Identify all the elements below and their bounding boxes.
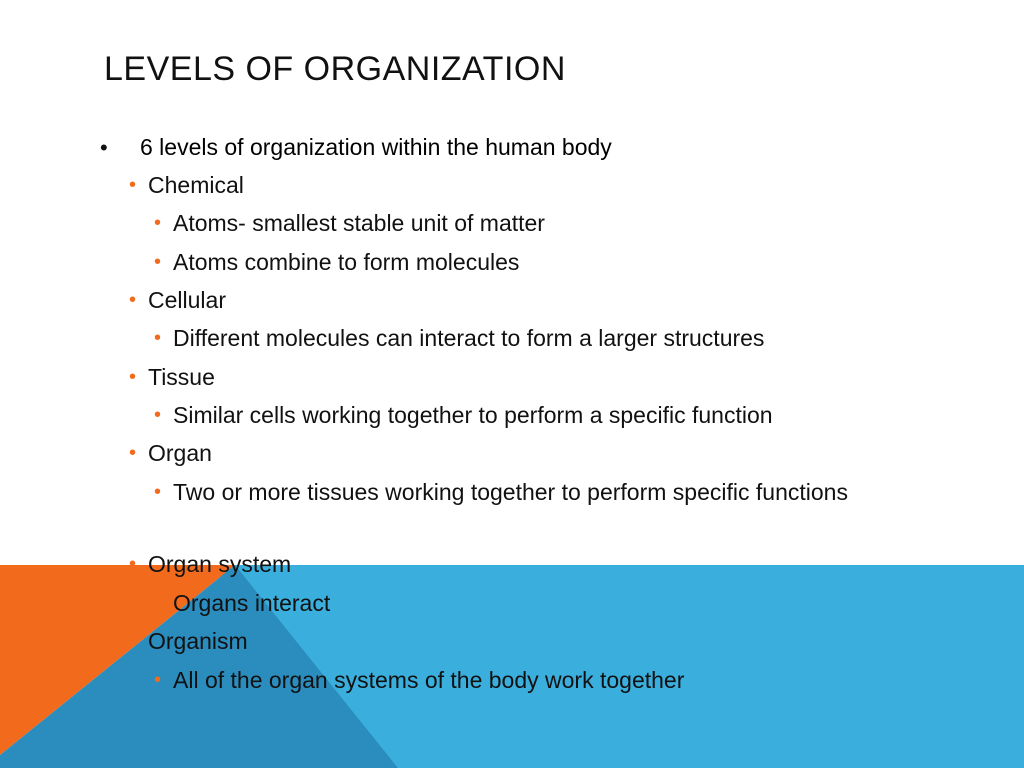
list-item: • Chemical <box>129 169 998 202</box>
list-item: • Organs interact <box>154 587 878 620</box>
bullet-marker: • <box>154 327 162 349</box>
bullet-marker: • <box>129 174 137 196</box>
bullet-marker: • <box>154 212 162 234</box>
bullet-marker: • <box>154 251 162 273</box>
bullet-text: Organism <box>148 628 248 654</box>
list-item: • Different molecules can interact to fo… <box>154 322 878 355</box>
bullet-text: Tissue <box>148 364 215 390</box>
list-item: • 6 levels of organization within the hu… <box>100 131 1000 164</box>
bullet-marker: • <box>100 135 108 160</box>
dark-blue-triangle <box>0 565 398 768</box>
bullet-marker: • <box>154 404 162 426</box>
list-item: • Atoms- smallest stable unit of matter <box>154 207 878 240</box>
bullet-marker: • <box>154 592 162 614</box>
bullet-marker: • <box>129 289 137 311</box>
list-item: • Two or more tissues working together t… <box>154 476 878 509</box>
bullet-text: Atoms- smallest stable unit of matter <box>173 210 545 236</box>
bullet-text: 6 levels of organization within the huma… <box>140 134 612 160</box>
bullet-text: Two or more tissues working together to … <box>173 479 848 505</box>
bullet-text: Chemical <box>148 172 244 198</box>
bullet-text: All of the organ systems of the body wor… <box>173 667 685 693</box>
blue-band <box>220 565 1024 768</box>
bullet-text: Different molecules can interact to form… <box>173 325 765 351</box>
slide-title: LEVELS OF ORGANIZATION <box>104 50 566 88</box>
list-item: • Organism <box>129 625 998 658</box>
bullet-marker: • <box>129 366 137 388</box>
bullet-marker: • <box>129 553 137 575</box>
list-item: • Atoms combine to form molecules <box>154 246 878 279</box>
bullet-marker: • <box>129 442 137 464</box>
list-item: • All of the organ systems of the body w… <box>154 664 878 697</box>
list-item: • Organ system <box>129 548 998 581</box>
list-item: • Organ <box>129 437 998 470</box>
bullet-marker: • <box>154 669 162 691</box>
list-item: • Cellular <box>129 284 998 317</box>
bullet-text: Organ system <box>148 551 292 577</box>
bullet-text: Atoms combine to form molecules <box>173 249 520 275</box>
bullet-text: Similar cells working together to perfor… <box>173 402 773 428</box>
bullet-marker: • <box>129 630 137 652</box>
list-item: • Similar cells working together to perf… <box>154 399 878 432</box>
list-item: • Tissue <box>129 361 998 394</box>
bullet-marker: • <box>154 481 162 503</box>
bullet-text: Organs interact <box>173 590 331 616</box>
bullet-text: Cellular <box>148 287 226 313</box>
bullet-text: Organ <box>148 440 212 466</box>
